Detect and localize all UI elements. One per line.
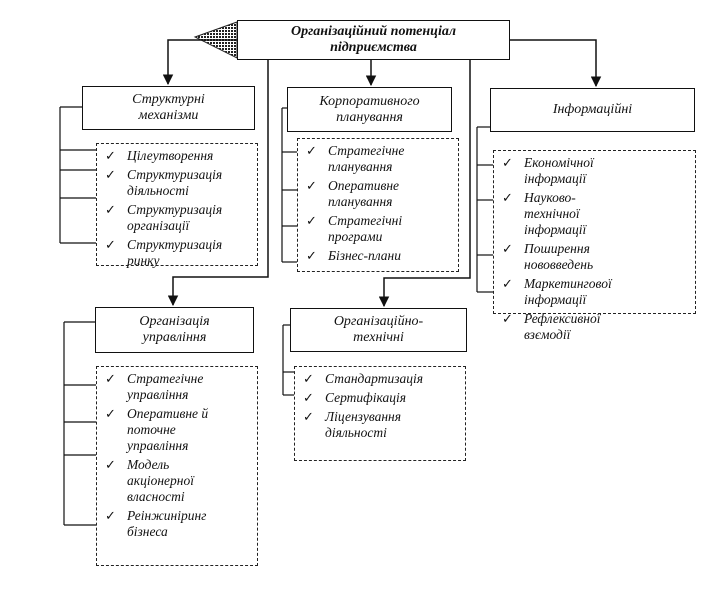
arrow-to-information [510, 39, 602, 88]
bracket-technical [282, 324, 294, 396]
bracket-information [476, 126, 493, 293]
check-icon: ✓ [105, 202, 116, 217]
check-icon: ✓ [502, 241, 513, 256]
category-structural: Структурні механізми [82, 86, 255, 130]
category-technical: Організаційно- технічні [290, 308, 467, 352]
bracket-structural [59, 106, 96, 244]
list-management: ✓Стратегічне управління ✓Оперативне й по… [96, 366, 258, 566]
check-icon: ✓ [306, 143, 317, 158]
category-management: Організація управління [95, 307, 254, 353]
list-item: ✓Рефлексивної взємодії [502, 311, 601, 342]
list-information: ✓Економічної інформації ✓Науково- техніч… [493, 150, 696, 342]
list-item: ✓Оперативне планування [306, 178, 400, 209]
category-information-title: Інформаційні [552, 102, 633, 117]
check-icon: ✓ [306, 178, 317, 193]
list-item: ✓Стратегічне планування [306, 143, 405, 174]
list-item: ✓Стратегічні програми [306, 213, 403, 244]
list-item: ✓Поширення нововведень [502, 241, 594, 272]
list-item: ✓Науково- технічної інформації [502, 190, 587, 237]
root-title: Організаційний потенціал підприємства [290, 24, 457, 55]
check-icon: ✓ [105, 167, 116, 182]
root-node: Організаційний потенціал підприємства [237, 20, 510, 60]
list-item: ✓Сертифікація [303, 390, 406, 405]
list-item: ✓Структуризація організації [105, 202, 223, 233]
list-item: ✓Ліцензування діяльності [303, 409, 402, 440]
check-icon: ✓ [502, 311, 513, 326]
category-structural-title: Структурні механізми [132, 92, 205, 123]
check-icon: ✓ [105, 457, 116, 472]
list-item: ✓Оперативне й поточне управління [105, 406, 209, 453]
arrow-to-structural [162, 39, 237, 86]
category-technical-title: Організаційно- технічні [333, 314, 424, 345]
check-icon: ✓ [303, 409, 314, 424]
check-icon: ✓ [105, 371, 116, 386]
check-icon: ✓ [502, 276, 513, 291]
list-item: ✓Бізнес-плани [306, 248, 401, 263]
check-icon: ✓ [105, 406, 116, 421]
list-item: ✓Структуризація ринку [105, 237, 223, 268]
category-management-title: Організація управління [139, 314, 210, 345]
check-icon: ✓ [303, 390, 314, 405]
category-corporate: Корпоративного планування [287, 87, 452, 132]
list-item: ✓Стандартизація [303, 371, 424, 386]
list-item: ✓Маркетингової інформації [502, 276, 612, 307]
category-information: Інформаційні [490, 88, 695, 132]
check-icon: ✓ [105, 148, 116, 163]
list-structural: ✓Цілеутворення ✓Структуризація діяльност… [96, 143, 258, 268]
check-icon: ✓ [306, 213, 317, 228]
check-icon: ✓ [502, 155, 513, 170]
bracket-management [63, 321, 96, 526]
check-icon: ✓ [306, 248, 317, 263]
category-corporate-title: Корпоративного планування [319, 93, 420, 125]
arrow-to-management [167, 60, 269, 307]
bracket-corporate [281, 107, 297, 263]
arrow-to-technical [378, 60, 471, 308]
check-icon: ✓ [105, 508, 116, 523]
list-item: ✓Реінжиніринг бізнеса [105, 508, 207, 539]
list-item: ✓Структуризація діяльності [105, 167, 223, 198]
list-item: ✓Стратегічне управління [105, 371, 204, 402]
list-item: ✓Модель акціонерної власності [105, 457, 194, 504]
check-icon: ✓ [303, 371, 314, 386]
list-technical: ✓Стандартизація ✓Сертифікація ✓Ліцензува… [294, 366, 466, 461]
check-icon: ✓ [502, 190, 513, 205]
list-item: ✓Економічної інформації [502, 155, 594, 186]
check-icon: ✓ [105, 237, 116, 252]
list-item: ✓Цілеутворення [105, 148, 214, 163]
list-corporate: ✓Стратегічне планування ✓Оперативне план… [297, 138, 459, 272]
